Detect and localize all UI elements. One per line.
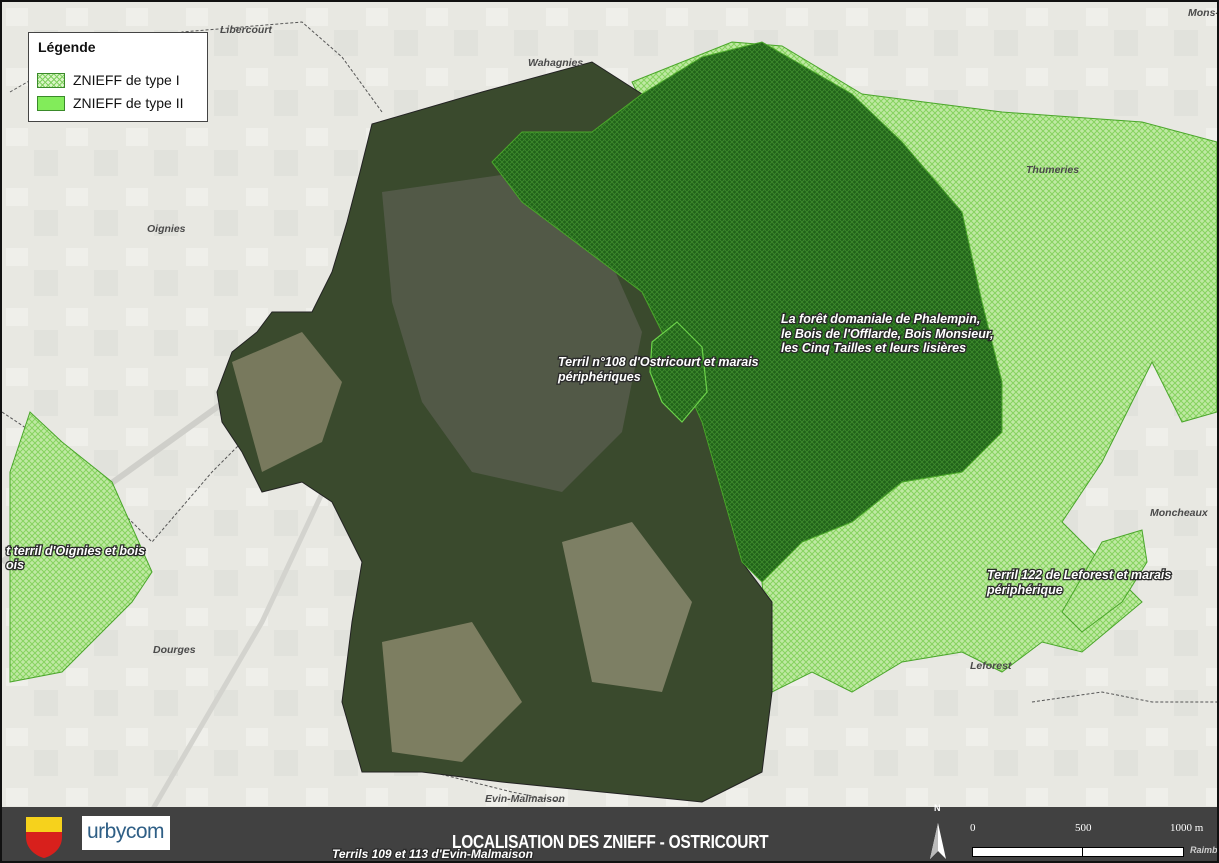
road	[119, 470, 335, 861]
title-bar: urbycom Terrils 109 et 113 d'Evin-Malmai…	[2, 803, 1218, 861]
town-label: Dourges	[153, 644, 196, 656]
zone-label: ois	[6, 558, 24, 572]
zone-label: les Cinq Tailles et leurs lisières	[781, 341, 966, 355]
svg-text:Terrils 109 et 113 d'Evin-Malm: Terrils 109 et 113 d'Evin-Malmaison	[332, 847, 533, 861]
field-patch	[232, 332, 342, 472]
scale-bar: 0 500 1000 m	[962, 807, 1217, 861]
town-label: Libercourt	[220, 24, 272, 36]
coat-of-arms-icon	[26, 817, 62, 858]
scale-segment	[1082, 847, 1083, 857]
map-legend: Légende ZNIEFF de type I ZNIEFF de type …	[28, 32, 208, 122]
zone-label: le Bois de l'Offlarde, Bois Monsieur,	[781, 327, 994, 341]
znieff-type2-swatch	[37, 96, 65, 111]
commune-boundary	[2, 411, 243, 543]
znieff-type1-terril122[interactable]	[1061, 529, 1148, 633]
map-title: LOCALISATION DES ZNIEFF - OSTRICOURT	[452, 832, 769, 852]
commune-boundary	[1031, 691, 1217, 703]
zone-label: Terril 122 de Leforest et marais	[987, 568, 1171, 582]
znieff-type1-oignies[interactable]	[9, 411, 153, 683]
zone-label-terrils109: Terrils 109 et 113 d'Evin-Malmaison	[332, 847, 534, 861]
scale-segment	[972, 847, 1082, 857]
zone-label: t terril d'Oignies et bois	[6, 544, 145, 558]
scale-tick-1000: 1000 m	[1170, 822, 1204, 834]
legend-item-znieff-type2[interactable]: ZNIEFF de type II	[37, 94, 205, 114]
town-label: Raimb	[1190, 845, 1218, 855]
scale-tick-500: 500	[1075, 822, 1092, 834]
scale-frame	[972, 847, 1184, 857]
znieff-type1-terril108[interactable]	[649, 321, 708, 423]
znieff-type1-swatch	[37, 73, 65, 88]
town-label: Wahagnies	[528, 57, 583, 69]
urban-area	[382, 172, 642, 492]
scale-tick-0: 0	[970, 822, 976, 834]
legend-item-label: ZNIEFF de type I	[73, 72, 180, 88]
zone-label: périphérique	[986, 583, 1063, 597]
legend-item-znieff-type1[interactable]: ZNIEFF de type I	[37, 71, 205, 91]
legend-title: Légende	[38, 39, 96, 55]
zone-label: La forêt domaniale de Phalempin,	[781, 312, 980, 326]
urbycom-logo: urbycom	[82, 816, 170, 850]
field-patch	[382, 622, 522, 762]
zone-label: périphériques	[557, 370, 641, 384]
legend-item-label: ZNIEFF de type II	[73, 95, 184, 111]
town-label: Moncheaux	[1150, 507, 1209, 519]
logo-text: urbycom	[87, 820, 165, 843]
scale-segment	[1083, 847, 1183, 857]
town-label: Evin-Malmaison	[485, 793, 565, 805]
town-label: Oignies	[147, 223, 186, 235]
north-arrow-icon: N	[930, 803, 946, 859]
town-label: Mons-e	[1188, 7, 1217, 19]
zone-label: Terril n°108 d'Ostricourt et marais	[558, 355, 759, 369]
field-patch	[562, 522, 692, 692]
town-label: Thumeries	[1026, 164, 1079, 176]
znieff-type2-phalempin[interactable]	[491, 41, 1003, 583]
north-label: N	[934, 803, 941, 813]
town-label: Leforest	[970, 660, 1012, 672]
